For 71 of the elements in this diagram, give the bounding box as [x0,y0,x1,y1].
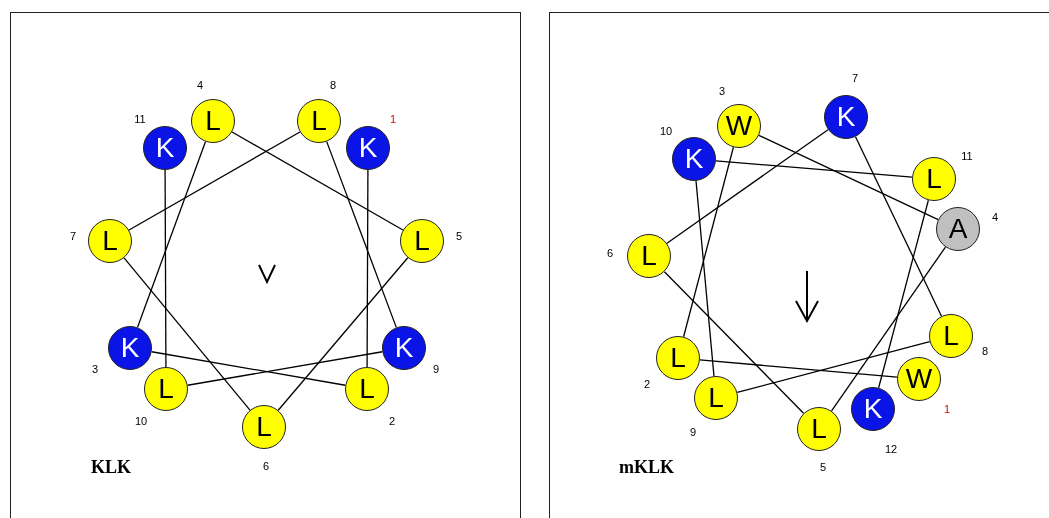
connector-line [736,340,931,394]
residue-number: 2 [643,378,651,390]
residue-circle: K [382,326,426,370]
residue-circle: L [929,314,973,358]
residue-circle: K [346,126,390,170]
residue-circle: L [242,405,286,449]
connector-line [663,271,805,414]
residue-number: 1 [943,403,951,415]
connector-line [187,351,383,386]
connector-line [666,129,829,244]
residue-number: 6 [262,460,270,472]
residue-number: 9 [432,363,440,375]
residue-number: 4 [991,211,999,223]
connector-line [715,160,913,178]
residue-number: 7 [69,230,77,242]
connector-line [231,131,404,231]
residue-number: 5 [819,461,827,473]
connector-line [326,140,397,329]
connector-line [366,169,369,368]
residue-number: 8 [329,79,337,91]
connector-line [136,141,207,328]
residue-number: 1 [389,113,397,125]
residue-number: 11 [961,150,973,162]
connector-line [682,146,735,338]
panel-frame [10,12,521,518]
residue-number: 5 [455,230,463,242]
residue-circle: L [912,157,956,201]
residue-circle: K [851,387,895,431]
connector-line [878,199,929,389]
residue-number: 7 [851,72,859,84]
connector-line [758,134,939,221]
connector-line [830,246,947,412]
residue-number: 4 [196,79,204,91]
residue-circle: L [144,367,188,411]
panel-title: mKLK [619,458,674,476]
connector-line [128,131,301,231]
residue-number: 3 [91,363,99,375]
residue-circle: K [108,326,152,370]
residue-circle: W [897,357,941,401]
residue-circle: K [672,137,716,181]
residue-number: 3 [718,85,726,97]
residue-circle: L [656,336,700,380]
residue-circle: L [88,219,132,263]
residue-number: 10 [134,415,148,427]
residue-circle: L [627,234,671,278]
connector-line [854,136,943,317]
residue-circle: K [824,95,868,139]
residue-circle: L [400,219,444,263]
residue-circle: L [191,99,235,143]
residue-circle: L [694,376,738,420]
residue-number: 6 [606,247,614,259]
residue-circle: W [717,104,761,148]
residue-number: 11 [134,113,146,125]
residue-circle: L [297,99,341,143]
residue-circle: A [936,207,980,251]
panel-title: KLK [91,458,131,476]
connector-line [151,351,346,386]
residue-number: 12 [884,443,898,455]
connector-line [164,169,167,368]
residue-number: 10 [659,125,673,137]
connector-line [277,257,409,411]
residue-circle: L [345,367,389,411]
connector-line [699,359,898,378]
connector-line [123,257,251,411]
residue-number: 9 [689,426,697,438]
residue-circle: K [143,126,187,170]
residue-number: 8 [981,345,989,357]
connector-line [695,180,715,377]
panel-frame [549,12,1049,518]
residue-circle: L [797,407,841,451]
residue-number: 2 [388,415,396,427]
